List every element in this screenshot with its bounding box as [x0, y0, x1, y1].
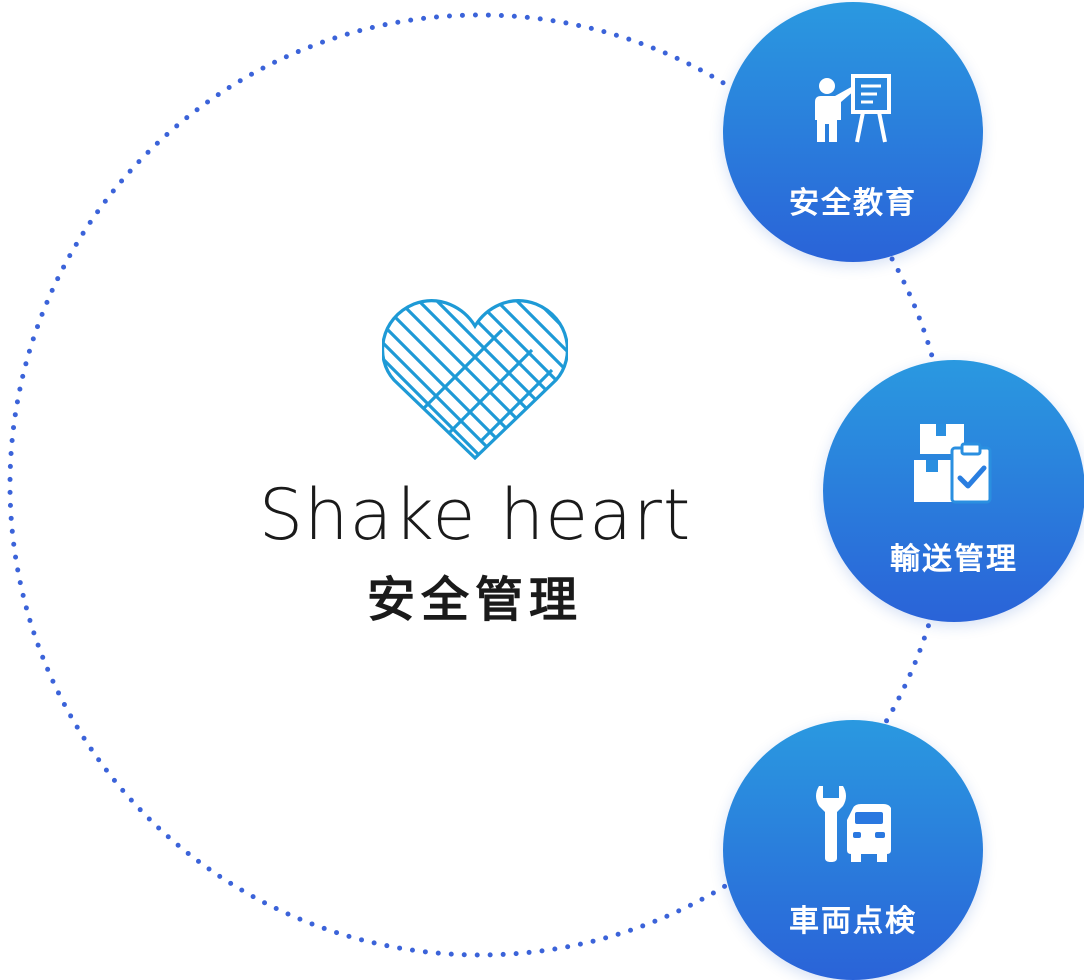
- brand-subtitle: 安全管理: [366, 572, 583, 628]
- node-transport-management[interactable]: 輸送管理: [823, 360, 1084, 622]
- node-vehicle-inspection[interactable]: 車両点検: [723, 720, 983, 980]
- shake-heart-logo-icon: [382, 299, 568, 460]
- node-safety-education[interactable]: 安全教育: [723, 2, 983, 262]
- presentation-icon: [815, 74, 891, 143]
- node-label: 輸送管理: [890, 542, 1018, 577]
- brand-name: Shake heart: [258, 474, 692, 556]
- node-label: 車両点検: [789, 904, 917, 939]
- brand-block: Shake heart 安全管理: [200, 290, 750, 624]
- wrench-car-icon: [816, 786, 891, 862]
- node-label: 安全教育: [789, 186, 917, 221]
- boxes-clipboard-icon: [914, 424, 992, 504]
